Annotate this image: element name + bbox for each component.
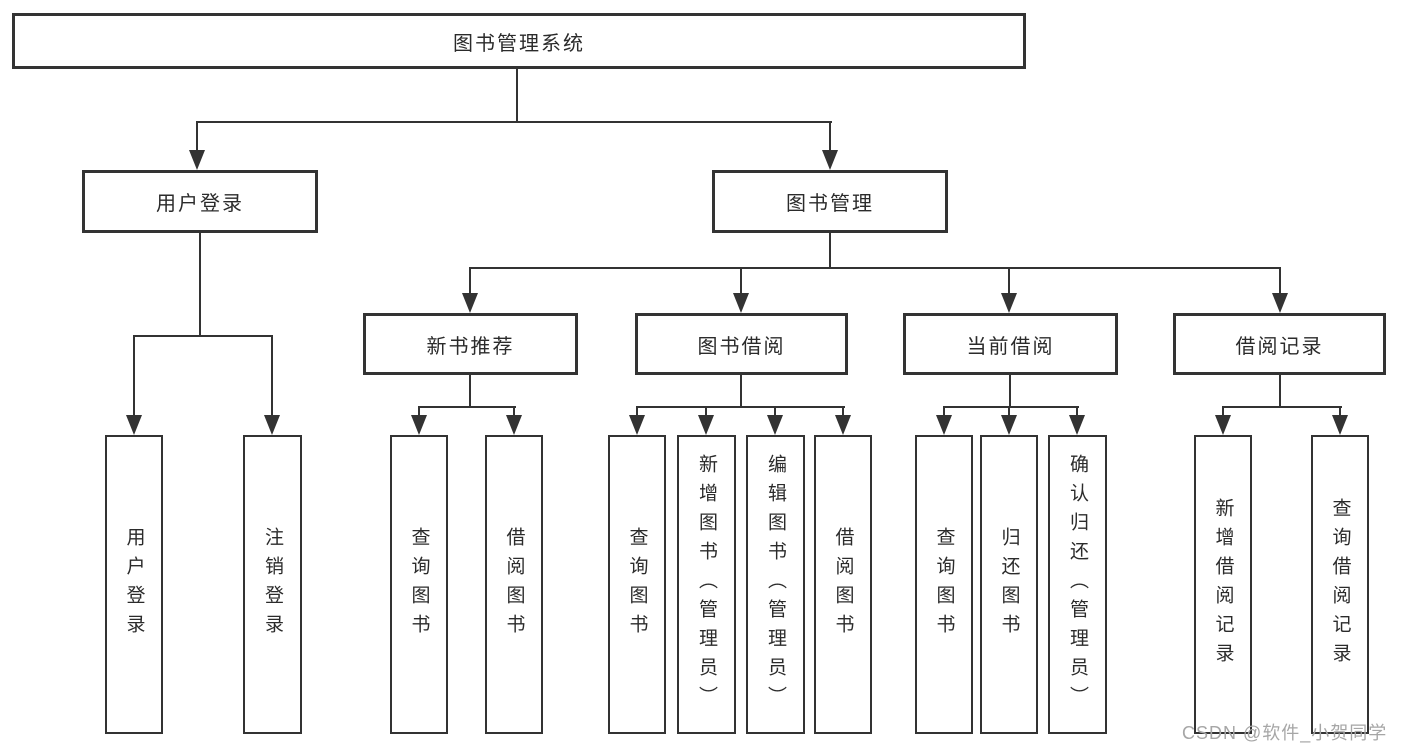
connector-stem — [636, 406, 638, 418]
arrowhead — [126, 415, 142, 435]
connector-stem — [1279, 267, 1281, 295]
connector-stem — [943, 406, 945, 418]
arrowhead — [767, 415, 783, 435]
connector-horizontal — [943, 406, 1079, 408]
connector-horizontal — [418, 406, 516, 408]
node-label: 编辑图书（管理员） — [765, 454, 786, 715]
connector-vertical — [1009, 375, 1011, 408]
arrowhead — [936, 415, 952, 435]
node-user-login: 用户登录 — [82, 170, 318, 233]
node-label: 当前借阅 — [966, 335, 1055, 358]
arrowhead — [629, 415, 645, 435]
connector-horizontal — [1222, 406, 1342, 408]
node-label: 图书借阅 — [697, 335, 786, 358]
connector-mgmt-horizontal — [469, 267, 1281, 269]
arrowhead — [506, 415, 522, 435]
node-label: 归还图书 — [998, 526, 1020, 643]
node-label: 新增借阅记录 — [1212, 497, 1234, 672]
connector-mgmt-vertical — [829, 233, 831, 269]
arrowhead — [1332, 415, 1348, 435]
connector-stem — [418, 406, 420, 418]
node-root-system: 图书管理系统 — [12, 13, 1026, 69]
node-label: 图书管理 — [786, 193, 874, 215]
arrowhead — [822, 150, 838, 170]
node-label: 用户登录 — [123, 526, 145, 643]
connector-stem — [271, 335, 273, 417]
leaf-borrow-books: 借阅图书 — [814, 435, 872, 734]
leaf-user-login: 用户登录 — [105, 435, 163, 734]
node-label: 借阅记录 — [1235, 335, 1324, 358]
connector-stem — [829, 121, 831, 153]
connector-stem — [469, 267, 471, 295]
node-label: 新书推荐 — [426, 335, 515, 358]
arrowhead — [264, 415, 280, 435]
leaf-query-books-current: 查询图书 — [915, 435, 973, 734]
node-label: 借阅图书 — [832, 526, 854, 643]
node-label: 新增图书（管理员） — [696, 454, 717, 715]
connector-stem — [842, 406, 844, 418]
node-label: 确认归还（管理员） — [1067, 454, 1088, 715]
leaf-logout: 注销登录 — [243, 435, 302, 734]
connector-stem — [1222, 406, 1224, 418]
arrowhead — [189, 150, 205, 170]
arrowhead — [835, 415, 851, 435]
arrowhead — [1001, 415, 1017, 435]
leaf-return-books: 归还图书 — [980, 435, 1038, 734]
node-label: 查询图书 — [933, 526, 955, 643]
arrowhead — [462, 293, 478, 313]
connector-login-horizontal — [133, 335, 273, 337]
node-label: 查询图书 — [408, 526, 430, 643]
leaf-query-borrow-record: 查询借阅记录 — [1311, 435, 1369, 734]
node-label: 查询图书 — [626, 526, 648, 643]
connector-stem — [705, 406, 707, 418]
connector-stem — [133, 335, 135, 417]
leaf-confirm-return-admin: 确认归还（管理员） — [1048, 435, 1107, 734]
connector-login-vertical — [199, 233, 201, 337]
arrowhead — [1069, 415, 1085, 435]
connector-horizontal — [636, 406, 845, 408]
node-label: 查询借阅记录 — [1329, 497, 1351, 672]
arrowhead — [411, 415, 427, 435]
connector-vertical — [740, 375, 742, 408]
connector-stem — [774, 406, 776, 418]
node-label: 用户登录 — [156, 193, 244, 215]
connector-vertical — [469, 375, 471, 408]
node-label: 图书管理系统 — [453, 32, 585, 55]
leaf-query-books-recommend: 查询图书 — [390, 435, 448, 734]
csdn-watermark: CSDN @软件_小贺同学 — [1182, 723, 1388, 743]
node-label: 注销登录 — [262, 526, 283, 643]
leaf-edit-books-admin: 编辑图书（管理员） — [746, 435, 805, 734]
node-current-borrowing: 当前借阅 — [903, 313, 1118, 375]
connector-vertical — [1279, 375, 1281, 408]
node-book-borrowing: 图书借阅 — [635, 313, 848, 375]
connector-stem — [1339, 406, 1341, 418]
connector-stem — [1076, 406, 1078, 418]
connector-stem — [513, 406, 515, 418]
leaf-add-books-admin: 新增图书（管理员） — [677, 435, 736, 734]
connector-root-vertical — [516, 69, 518, 123]
node-label: 借阅图书 — [503, 526, 525, 643]
node-new-book-recommend: 新书推荐 — [363, 313, 578, 375]
leaf-query-books-borrowing: 查询图书 — [608, 435, 666, 734]
connector-stem — [740, 267, 742, 295]
connector-root-horizontal — [196, 121, 832, 123]
leaf-add-borrow-record: 新增借阅记录 — [1194, 435, 1252, 734]
leaf-borrow-books-recommend: 借阅图书 — [485, 435, 543, 734]
arrowhead — [1272, 293, 1288, 313]
connector-stem — [196, 121, 198, 153]
node-borrowing-records: 借阅记录 — [1173, 313, 1386, 375]
connector-stem — [1008, 267, 1010, 295]
arrowhead — [733, 293, 749, 313]
arrowhead — [1001, 293, 1017, 313]
connector-stem — [1008, 406, 1010, 418]
node-book-management: 图书管理 — [712, 170, 948, 233]
arrowhead — [1215, 415, 1231, 435]
arrowhead — [698, 415, 714, 435]
